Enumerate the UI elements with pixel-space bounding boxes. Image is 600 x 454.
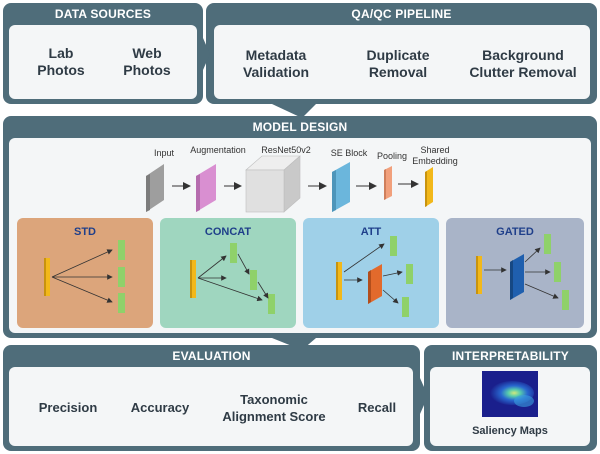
- variant-std: STD: [17, 218, 153, 328]
- qaqc-duplicate-removal: Duplicate Removal: [366, 47, 430, 80]
- pipeline-label-augmentation: Augmentation: [190, 145, 246, 155]
- source-web-photos: Web Photos: [123, 45, 171, 78]
- qaqc-title: QA/QC PIPELINE: [351, 7, 452, 21]
- variant-att-title: ATT: [360, 226, 382, 238]
- augmentation-block: [196, 164, 216, 212]
- std-heads: [44, 240, 125, 313]
- data-sources-inner: Lab Photos Web Photos: [9, 25, 197, 99]
- metric-precision: Precision: [38, 400, 98, 415]
- pipeline-label-se-block: SE Block: [330, 148, 368, 158]
- pooling-block: [384, 166, 392, 200]
- input-block: [146, 164, 164, 212]
- metric-recall: Recall: [357, 400, 397, 415]
- model-design-title: MODEL DESIGN: [252, 120, 348, 134]
- evaluation-title: EVALUATION: [172, 349, 251, 363]
- variant-concat-title: CONCAT: [204, 226, 252, 238]
- interpretability-title: INTERPRETABILITY: [452, 349, 569, 363]
- qaqc-background-clutter-removal: Background Clutter Removal: [469, 47, 577, 80]
- variant-gated-title: GATED: [496, 226, 534, 238]
- pipeline-label-shared-embedding: Shared Embedding: [412, 145, 458, 166]
- pipeline-label-input: Input: [153, 148, 175, 158]
- saliency-maps-caption: Saliency Maps: [472, 425, 548, 437]
- pipeline-label-pooling: Pooling: [376, 151, 408, 161]
- metric-taxonomic-alignment-score: Taxonomic Alignment Score: [222, 392, 326, 424]
- gated-heads: [476, 234, 569, 310]
- evaluation-panel: EVALUATION Precision Accuracy Taxonomic …: [3, 345, 420, 451]
- source-lab-photos: Lab Photos: [37, 45, 85, 78]
- gated-gate-block: [510, 254, 524, 300]
- pipeline-label-resnet: ResNet50v2: [261, 145, 311, 155]
- concat-heads: [190, 243, 275, 314]
- qaqc-metadata-validation: Metadata Validation: [242, 47, 310, 80]
- data-sources-title: DATA SOURCES: [54, 7, 152, 21]
- qaqc-inner: Metadata Validation Duplicate Removal Ba…: [214, 25, 590, 99]
- shared-embedding-block: [425, 167, 433, 207]
- variant-std-title: STD: [74, 226, 96, 238]
- resnet-block: [245, 155, 301, 213]
- saliency-map-image: [482, 371, 538, 417]
- se-block: [332, 162, 350, 212]
- data-sources-panel: DATA SOURCES Lab Photos Web Photos: [3, 3, 203, 104]
- qaqc-panel: QA/QC PIPELINE Metadata Validation Dupli…: [206, 3, 597, 104]
- interpretability-panel: INTERPRETABILITY Saliency Maps: [424, 345, 597, 451]
- metric-accuracy: Accuracy: [130, 400, 190, 415]
- att-attention-block: [368, 264, 382, 304]
- evaluation-inner: Precision Accuracy Taxonomic Alignment S…: [9, 367, 413, 446]
- att-heads: [336, 236, 413, 317]
- interpretability-inner: Saliency Maps: [430, 367, 590, 446]
